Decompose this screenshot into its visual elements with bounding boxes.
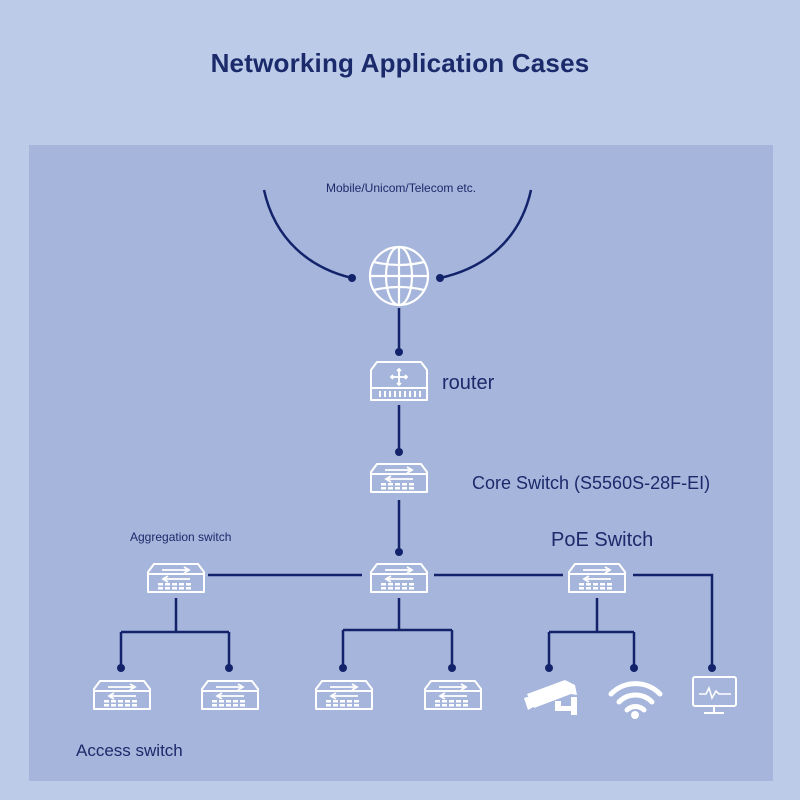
core-switch-label: Core Switch (S5560S-28F-EI) [472,473,711,493]
page-title: Networking Application Cases [210,48,590,78]
central-switch-icon [370,563,428,593]
carrier-label: Mobile/Unicom/Telecom etc. [326,181,477,195]
access-switch-icon [93,680,151,710]
poe-switch-icon [568,563,626,593]
access-switch-icon [201,680,259,710]
aggregation-switch-icon [147,563,205,593]
connection-endpoints [117,274,716,672]
router-label: router [442,372,495,394]
camera-icon [524,680,577,715]
core-switch-icon [370,463,428,493]
access-switch-icon [424,680,482,710]
wifi-dot [631,711,639,719]
router-icon [370,361,428,401]
monitor-icon [692,676,737,714]
poe-switch-label: PoE Switch [551,529,654,551]
aggregation-switch-label: Aggregation switch [130,530,232,544]
access-switch-label: Access switch [76,741,183,760]
globe-icon [368,245,430,307]
access-switch-icon [315,680,373,710]
wifi-icon [608,681,663,713]
connection-lines [119,189,714,668]
